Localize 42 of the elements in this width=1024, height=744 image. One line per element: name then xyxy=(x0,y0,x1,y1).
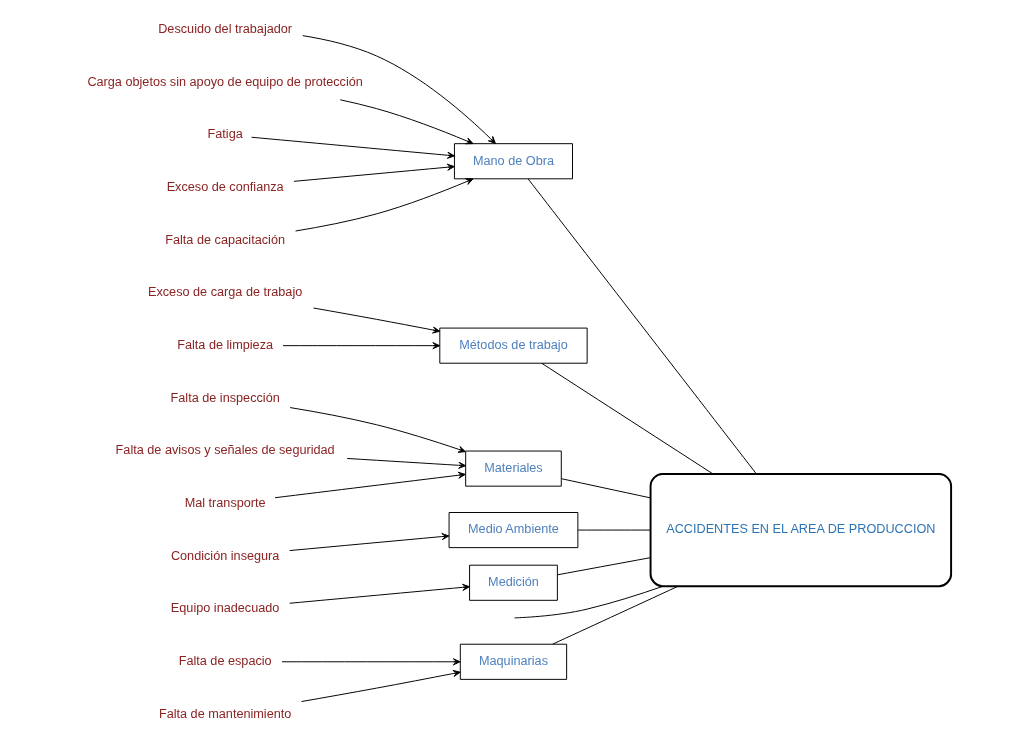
node-box: Materiales xyxy=(464,450,562,487)
node-text: Falta de espacio xyxy=(178,654,272,669)
node-text: Carga objetos sin apoyo de equipo de protección xyxy=(86,74,363,89)
connector xyxy=(560,478,651,499)
node-box: Medición xyxy=(468,564,558,601)
node-text: Exceso de confianza xyxy=(166,179,284,194)
node-text: Condición insegura xyxy=(170,548,279,563)
arrow xyxy=(289,407,466,453)
arrow xyxy=(339,99,473,145)
arrow xyxy=(288,533,449,552)
node-box: Medio Ambiente xyxy=(448,512,578,549)
node-text: Falta de inspección xyxy=(170,390,280,405)
arrow xyxy=(301,35,496,144)
connector xyxy=(551,585,679,645)
node-text: Falta de limpieza xyxy=(176,337,273,352)
arrow xyxy=(293,163,455,182)
node-text: Fatiga xyxy=(207,127,243,142)
node-text: Falta de avisos y señales de seguridad xyxy=(115,443,335,458)
node-box: Maquinarias xyxy=(459,643,567,680)
arrow xyxy=(282,342,440,350)
arrow xyxy=(312,307,440,334)
arrow xyxy=(294,178,473,232)
node-text: Equipo inadecuado xyxy=(170,601,279,616)
node-box: ACCIDENTES EN EL AREA DE PRODUCCION xyxy=(649,473,952,588)
connector xyxy=(556,557,651,576)
connector xyxy=(577,529,651,531)
arrow xyxy=(250,136,455,159)
node-text: Falta de capacitación xyxy=(164,232,285,247)
node-text: Exceso de carga de trabajo xyxy=(147,285,302,300)
node-text: Falta de mantenimiento xyxy=(158,706,291,721)
arrow xyxy=(274,471,466,499)
arrow xyxy=(288,583,470,604)
connector xyxy=(527,178,757,475)
node-box: Mano de Obra xyxy=(453,143,573,180)
node-text: Mal transporte xyxy=(184,496,266,511)
node-text: Descuido del trabajador xyxy=(157,21,292,36)
arrow xyxy=(300,669,461,703)
arrow xyxy=(281,658,461,666)
node-box: Métodos de trabajo xyxy=(438,327,588,364)
connector xyxy=(513,585,664,619)
connector xyxy=(540,362,713,475)
arrow xyxy=(346,457,466,469)
